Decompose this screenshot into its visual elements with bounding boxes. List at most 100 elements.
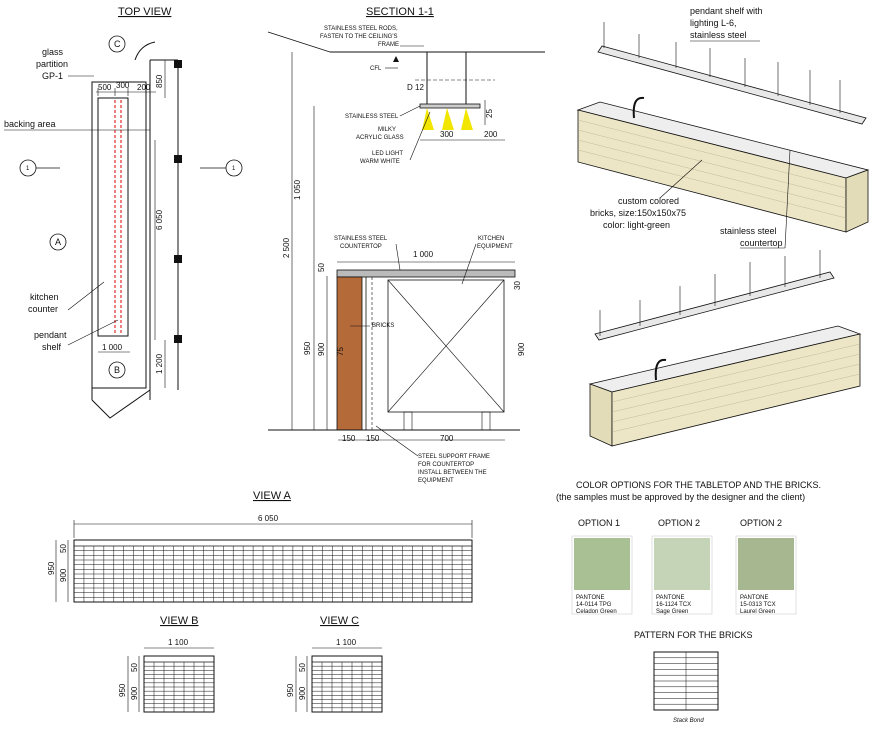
label-pendant: pendant bbox=[34, 330, 67, 340]
view-c-900: 900 bbox=[298, 686, 307, 700]
sec-dim-150a: 150 bbox=[342, 434, 356, 443]
sec-dim-950: 950 bbox=[303, 341, 312, 355]
sec-dim-900: 900 bbox=[317, 342, 326, 356]
label-gp1: GP-1 bbox=[42, 71, 63, 81]
label-equipment-1: KITCHEN bbox=[478, 236, 504, 242]
dim-d12: D 12 bbox=[407, 83, 424, 92]
label-ss-countertop-1: STAINLESS STEEL bbox=[334, 236, 388, 242]
brick-wall-section bbox=[336, 276, 363, 431]
color-options: COLOR OPTIONS FOR THE TABLETOP AND THE B… bbox=[556, 480, 821, 615]
marker-c: C bbox=[114, 39, 121, 49]
swatch-1 bbox=[574, 538, 630, 590]
brick-pattern: PATTERN FOR THE BRICKS Stack Bond bbox=[634, 630, 753, 724]
sec-dim-2500: 2 500 bbox=[282, 237, 291, 258]
sec-dim-300: 300 bbox=[440, 130, 454, 139]
view-c-width: 1 100 bbox=[336, 638, 357, 647]
sec-dim-25: 25 bbox=[485, 109, 494, 118]
note-bricks-2: bricks, size:150x150x75 bbox=[590, 208, 686, 218]
swatch-2 bbox=[654, 538, 710, 590]
swatch-3-name: Laurel Green bbox=[740, 609, 775, 615]
label-partition: partition bbox=[36, 59, 68, 69]
label-bricks: BRICKS bbox=[372, 323, 394, 329]
marker-c-circle bbox=[108, 35, 126, 53]
view-c-950: 950 bbox=[286, 683, 295, 697]
colors-heading: COLOR OPTIONS FOR THE TABLETOP AND THE B… bbox=[576, 480, 821, 490]
view-b-50: 50 bbox=[130, 663, 139, 672]
dim-1200: 1 200 bbox=[155, 353, 164, 374]
colors-subheading: (the samples must be approved by the des… bbox=[556, 492, 805, 502]
dim-500: 500 bbox=[98, 83, 112, 92]
pattern-caption: Stack Bond bbox=[673, 718, 704, 724]
view-a-width: 6 050 bbox=[258, 514, 279, 523]
swatch-3-code: 15-0313 TCX bbox=[740, 602, 776, 608]
marker-a-circle bbox=[49, 233, 67, 251]
sec-dim-200: 200 bbox=[484, 130, 498, 139]
label-kitchen: kitchen bbox=[30, 292, 59, 302]
label-rods-1: STAINLESS STEEL RODS, bbox=[324, 26, 398, 32]
pattern-title: PATTERN FOR THE BRICKS bbox=[634, 630, 753, 640]
section-1-1: SECTION 1-1 STAINLESS STEEL RODS, FASTEN… bbox=[267, 6, 545, 484]
top-view: TOP VIEW bbox=[4, 6, 243, 419]
note-bricks-1: custom colored bbox=[618, 196, 679, 206]
label-stainless-steel: STAINLESS STEEL bbox=[345, 114, 399, 120]
option-3-label: OPTION 2 bbox=[740, 518, 782, 528]
view-c: VIEW C 1 100 950 50 900 bbox=[286, 615, 383, 713]
section-title: SECTION 1-1 bbox=[366, 6, 434, 18]
option-2-label: OPTION 2 bbox=[658, 518, 700, 528]
view-b-title: VIEW B bbox=[160, 615, 199, 627]
view-b-950: 950 bbox=[118, 683, 127, 697]
equipment-box bbox=[387, 279, 505, 413]
note-shelf-3: stainless steel bbox=[690, 30, 747, 40]
label-backing-area: backing area bbox=[4, 119, 56, 129]
shelf-profile bbox=[419, 103, 481, 109]
label-ss-countertop-2: COUNTERTOP bbox=[340, 244, 382, 250]
countertop-profile bbox=[336, 269, 516, 278]
swatch-2-code: 16-1124 TCX bbox=[656, 602, 691, 608]
note-countertop-1: stainless steel bbox=[720, 226, 777, 236]
view-b-elevation bbox=[143, 655, 215, 713]
note-shelf-1: pendant shelf with bbox=[690, 6, 763, 16]
dim-6050: 6 050 bbox=[155, 209, 164, 230]
sec-dim-1000: 1 000 bbox=[413, 250, 434, 259]
label-support-2: FOR COUNTERTOP bbox=[418, 462, 474, 468]
faucet-lower bbox=[654, 358, 667, 381]
label-cfl: CFL bbox=[370, 66, 382, 72]
swatch-1-brand: PANTONE bbox=[576, 595, 604, 601]
top-view-title: TOP VIEW bbox=[118, 6, 172, 18]
view-a-50: 50 bbox=[59, 544, 68, 553]
view-a: VIEW A 6 050 950 50 900 bbox=[47, 490, 473, 603]
label-rods-3: FRAME bbox=[378, 42, 399, 48]
sec-dim-900-right: 900 bbox=[517, 342, 526, 356]
view-a-950: 950 bbox=[47, 561, 56, 575]
label-acrylic: ACRYLIC GLASS bbox=[356, 135, 404, 141]
view-b: VIEW B 1 100 950 50 900 bbox=[118, 615, 215, 713]
view-b-width: 1 100 bbox=[168, 638, 189, 647]
note-countertop-2: countertop bbox=[740, 238, 783, 248]
option-1-label: OPTION 1 bbox=[578, 518, 620, 528]
sec-dim-700: 700 bbox=[440, 434, 454, 443]
sec-dim-1050: 1 050 bbox=[293, 179, 302, 200]
label-milky: MILKY bbox=[378, 127, 396, 133]
marker-one-right: 1 bbox=[232, 166, 236, 172]
view-a-900: 900 bbox=[59, 568, 68, 582]
label-support-1: STEEL SUPPORT FRAME bbox=[418, 454, 490, 460]
swatch-3-brand: PANTONE bbox=[740, 595, 768, 601]
dim-300: 300 bbox=[116, 81, 130, 90]
dim-200: 200 bbox=[137, 83, 151, 92]
label-counter: counter bbox=[28, 304, 58, 314]
marker-one-left: 1 bbox=[26, 166, 30, 172]
swatch-2-name: Sage Green bbox=[656, 609, 688, 615]
swatch-3 bbox=[738, 538, 794, 590]
brick-face-lower bbox=[611, 333, 861, 447]
view-c-elevation bbox=[311, 655, 383, 713]
dim-1000: 1 000 bbox=[102, 343, 123, 352]
swatch-1-code: 14-0114 TPG bbox=[576, 602, 612, 608]
note-shelf-2: lighting L-6, bbox=[690, 18, 737, 28]
shelf-render-top bbox=[597, 45, 867, 125]
marker-a: A bbox=[55, 237, 61, 247]
marker-b: B bbox=[114, 365, 120, 375]
label-warm-white: WARM WHITE bbox=[360, 159, 400, 165]
sec-dim-150b: 150 bbox=[366, 434, 380, 443]
label-shelf: shelf bbox=[42, 342, 62, 352]
label-glass: glass bbox=[42, 47, 64, 57]
